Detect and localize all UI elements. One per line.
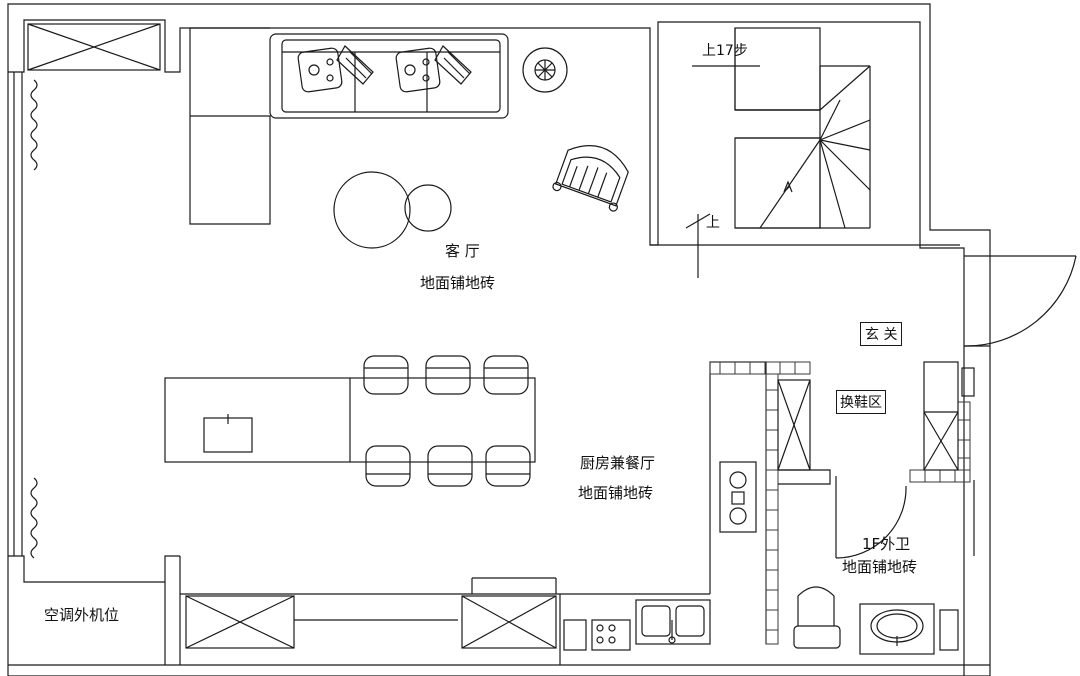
coffee-tables bbox=[333, 171, 452, 249]
sofa bbox=[269, 33, 509, 119]
entrance-label: 玄 关 bbox=[860, 322, 903, 346]
toilet bbox=[793, 586, 841, 649]
curtain-top bbox=[30, 79, 38, 171]
entrance-door bbox=[963, 255, 1077, 347]
bathroom-floor-label: 地面铺地砖 bbox=[842, 558, 918, 576]
shoe-cabinet-right bbox=[923, 361, 975, 471]
living-room-label: 客 厅 bbox=[445, 242, 480, 260]
bathroom-door bbox=[835, 476, 907, 559]
tv-cabinet bbox=[189, 27, 271, 225]
living-floor-label: 地面铺地砖 bbox=[420, 274, 496, 292]
kitchen-island bbox=[164, 377, 536, 463]
bath-wall bbox=[778, 469, 831, 485]
bottom-counter bbox=[180, 577, 710, 665]
ac-box-top bbox=[27, 23, 161, 71]
dining-chairs bbox=[363, 355, 531, 487]
bathroom-label: 1F外卫 bbox=[862, 535, 911, 553]
armchair bbox=[552, 145, 629, 212]
kitchen-sink bbox=[635, 599, 711, 645]
stairs-steps-label: 上17步 bbox=[702, 43, 748, 59]
curtain-bottom bbox=[30, 477, 38, 559]
side-table-plant bbox=[522, 47, 568, 93]
stairs-up-label: 上 bbox=[706, 215, 720, 231]
shoe-area-label: 换鞋区 bbox=[836, 390, 886, 414]
kitchen-floor-label: 地面铺地砖 bbox=[578, 484, 654, 502]
outer-walls bbox=[7, 3, 991, 676]
washbasin bbox=[859, 603, 959, 655]
ac-unit-label: 空调外机位 bbox=[44, 606, 120, 624]
kitchen-wall bbox=[709, 361, 767, 644]
kitchen-dining-label: 厨房兼餐厅 bbox=[580, 454, 656, 472]
shoe-cabinet-left bbox=[777, 379, 811, 471]
staircase bbox=[685, 27, 871, 278]
cooktop bbox=[719, 461, 757, 533]
